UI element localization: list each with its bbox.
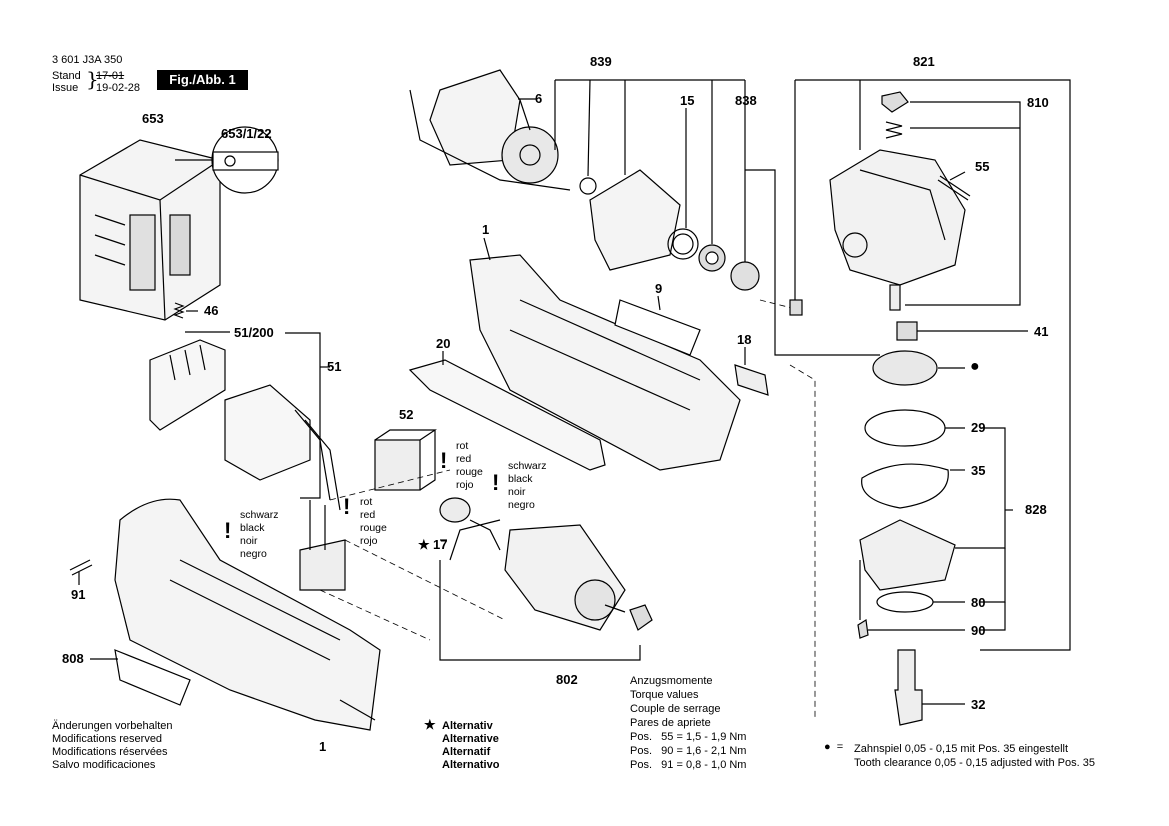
part-15: 15 <box>680 93 695 108</box>
changes-note-fr: Modifications réservées <box>52 746 168 758</box>
part-20: 20 <box>436 336 451 351</box>
part-51: 51 <box>327 359 342 374</box>
alternative-star-icon: ★ <box>424 717 436 732</box>
torque-title-de: Anzugsmomente <box>630 675 713 687</box>
part-51-200: 51/200 <box>234 325 274 340</box>
part-9: 9 <box>655 281 663 296</box>
wire-mid-red-1: rot <box>456 440 469 452</box>
torque-row-91: Pos. 91 = 0,8 - 1,0 Nm <box>630 759 747 771</box>
part-29: 29 <box>971 420 986 435</box>
wire-left-black-3: noir <box>240 535 258 547</box>
alternative-fr: Alternatif <box>442 746 491 758</box>
part-653: 653 <box>142 111 164 126</box>
clearance-note-en: Tooth clearance 0,05 - 0,15 adjusted wit… <box>854 757 1095 769</box>
changes-note-en: Modifications reserved <box>52 733 163 745</box>
part-838: 838 <box>735 93 757 108</box>
issue-date: 19-02-28 <box>96 82 141 94</box>
part-17-star: ★ <box>418 537 430 552</box>
part-91: 91 <box>71 587 86 602</box>
clearance-bullet: ● = <box>824 741 844 753</box>
part-18: 18 <box>737 332 752 347</box>
motor-drawing <box>504 524 626 631</box>
torque-title-fr: Couple de serrage <box>630 703 721 715</box>
part-810: 810 <box>1027 95 1049 110</box>
wire-mid-red-2: red <box>456 453 472 465</box>
wire-mid-black-1: schwarz <box>508 460 547 472</box>
part-808: 808 <box>62 651 84 666</box>
clearance-note-de: Zahnspiel 0,05 - 0,15 mit Pos. 35 einges… <box>854 743 1069 755</box>
part-6: 6 <box>535 91 543 106</box>
part-653-1-22: 653/1/22 <box>221 126 272 141</box>
torque-row-55: Pos. 55 = 1,5 - 1,9 Nm <box>630 731 747 743</box>
part-32: 32 <box>971 697 986 712</box>
wire-left-red-1: rot <box>360 496 373 508</box>
wire-left-red-3: rouge <box>360 522 387 534</box>
warning-icon: ! <box>492 470 500 495</box>
gear-head-drawing <box>829 149 966 286</box>
wire-mid-red-3: rouge <box>456 466 483 478</box>
wire-left-black-1: schwarz <box>240 509 279 521</box>
part-80: 80 <box>971 595 986 610</box>
warning-icon: ! <box>224 518 232 543</box>
alternative-de: Alternativ <box>442 720 493 732</box>
part-1-bottom: 1 <box>319 739 327 754</box>
wire-mid-red-4: rojo <box>456 479 474 491</box>
torque-title-es: Pares de apriete <box>630 717 711 729</box>
part-802: 802 <box>556 672 578 687</box>
warning-icon: ! <box>440 448 448 473</box>
issue-label: Issue <box>52 82 79 94</box>
wire-left-red-2: red <box>360 509 376 521</box>
part-828: 828 <box>1025 502 1047 517</box>
battery-pack-drawing <box>79 139 221 321</box>
stand-label: Stand <box>52 70 81 82</box>
part-839: 839 <box>590 54 612 69</box>
part-55: 55 <box>975 159 990 174</box>
part-46: 46 <box>204 303 219 318</box>
main-housing-drawing <box>469 237 741 471</box>
clearance-dot-marker: ● <box>970 358 980 375</box>
part-821: 821 <box>913 54 935 69</box>
part-41: 41 <box>1034 324 1049 339</box>
torque-row-90: Pos. 90 = 1,6 - 2,1 Nm <box>630 745 747 757</box>
part-52: 52 <box>399 407 414 422</box>
changes-note-de: Änderungen vorbehalten <box>52 720 173 732</box>
alternative-en: Alternative <box>442 733 499 745</box>
stand-date: 17-01 <box>96 70 125 82</box>
alternative-es: Alternativo <box>442 759 500 771</box>
part-17: 17 <box>433 537 448 552</box>
torque-title-en: Torque values <box>630 689 699 701</box>
wire-mid-black-4: negro <box>508 499 535 511</box>
wire-mid-black-3: noir <box>508 486 526 498</box>
figure-label: Fig./Abb. 1 <box>157 70 248 90</box>
warning-icon: ! <box>343 494 351 519</box>
housing-half-drawing <box>114 498 381 731</box>
part-1-top: 1 <box>482 222 490 237</box>
part-35: 35 <box>971 463 986 478</box>
wire-left-black-4: negro <box>240 548 267 560</box>
wire-left-red-4: rojo <box>360 535 378 547</box>
changes-note-es: Salvo modificaciones <box>52 759 156 771</box>
doc-number: 3 601 J3A 350 <box>52 54 123 66</box>
part-90: 90 <box>971 623 986 638</box>
wire-mid-black-2: black <box>508 473 533 485</box>
wire-left-black-2: black <box>240 522 265 534</box>
brace-symbol: } <box>86 67 99 91</box>
